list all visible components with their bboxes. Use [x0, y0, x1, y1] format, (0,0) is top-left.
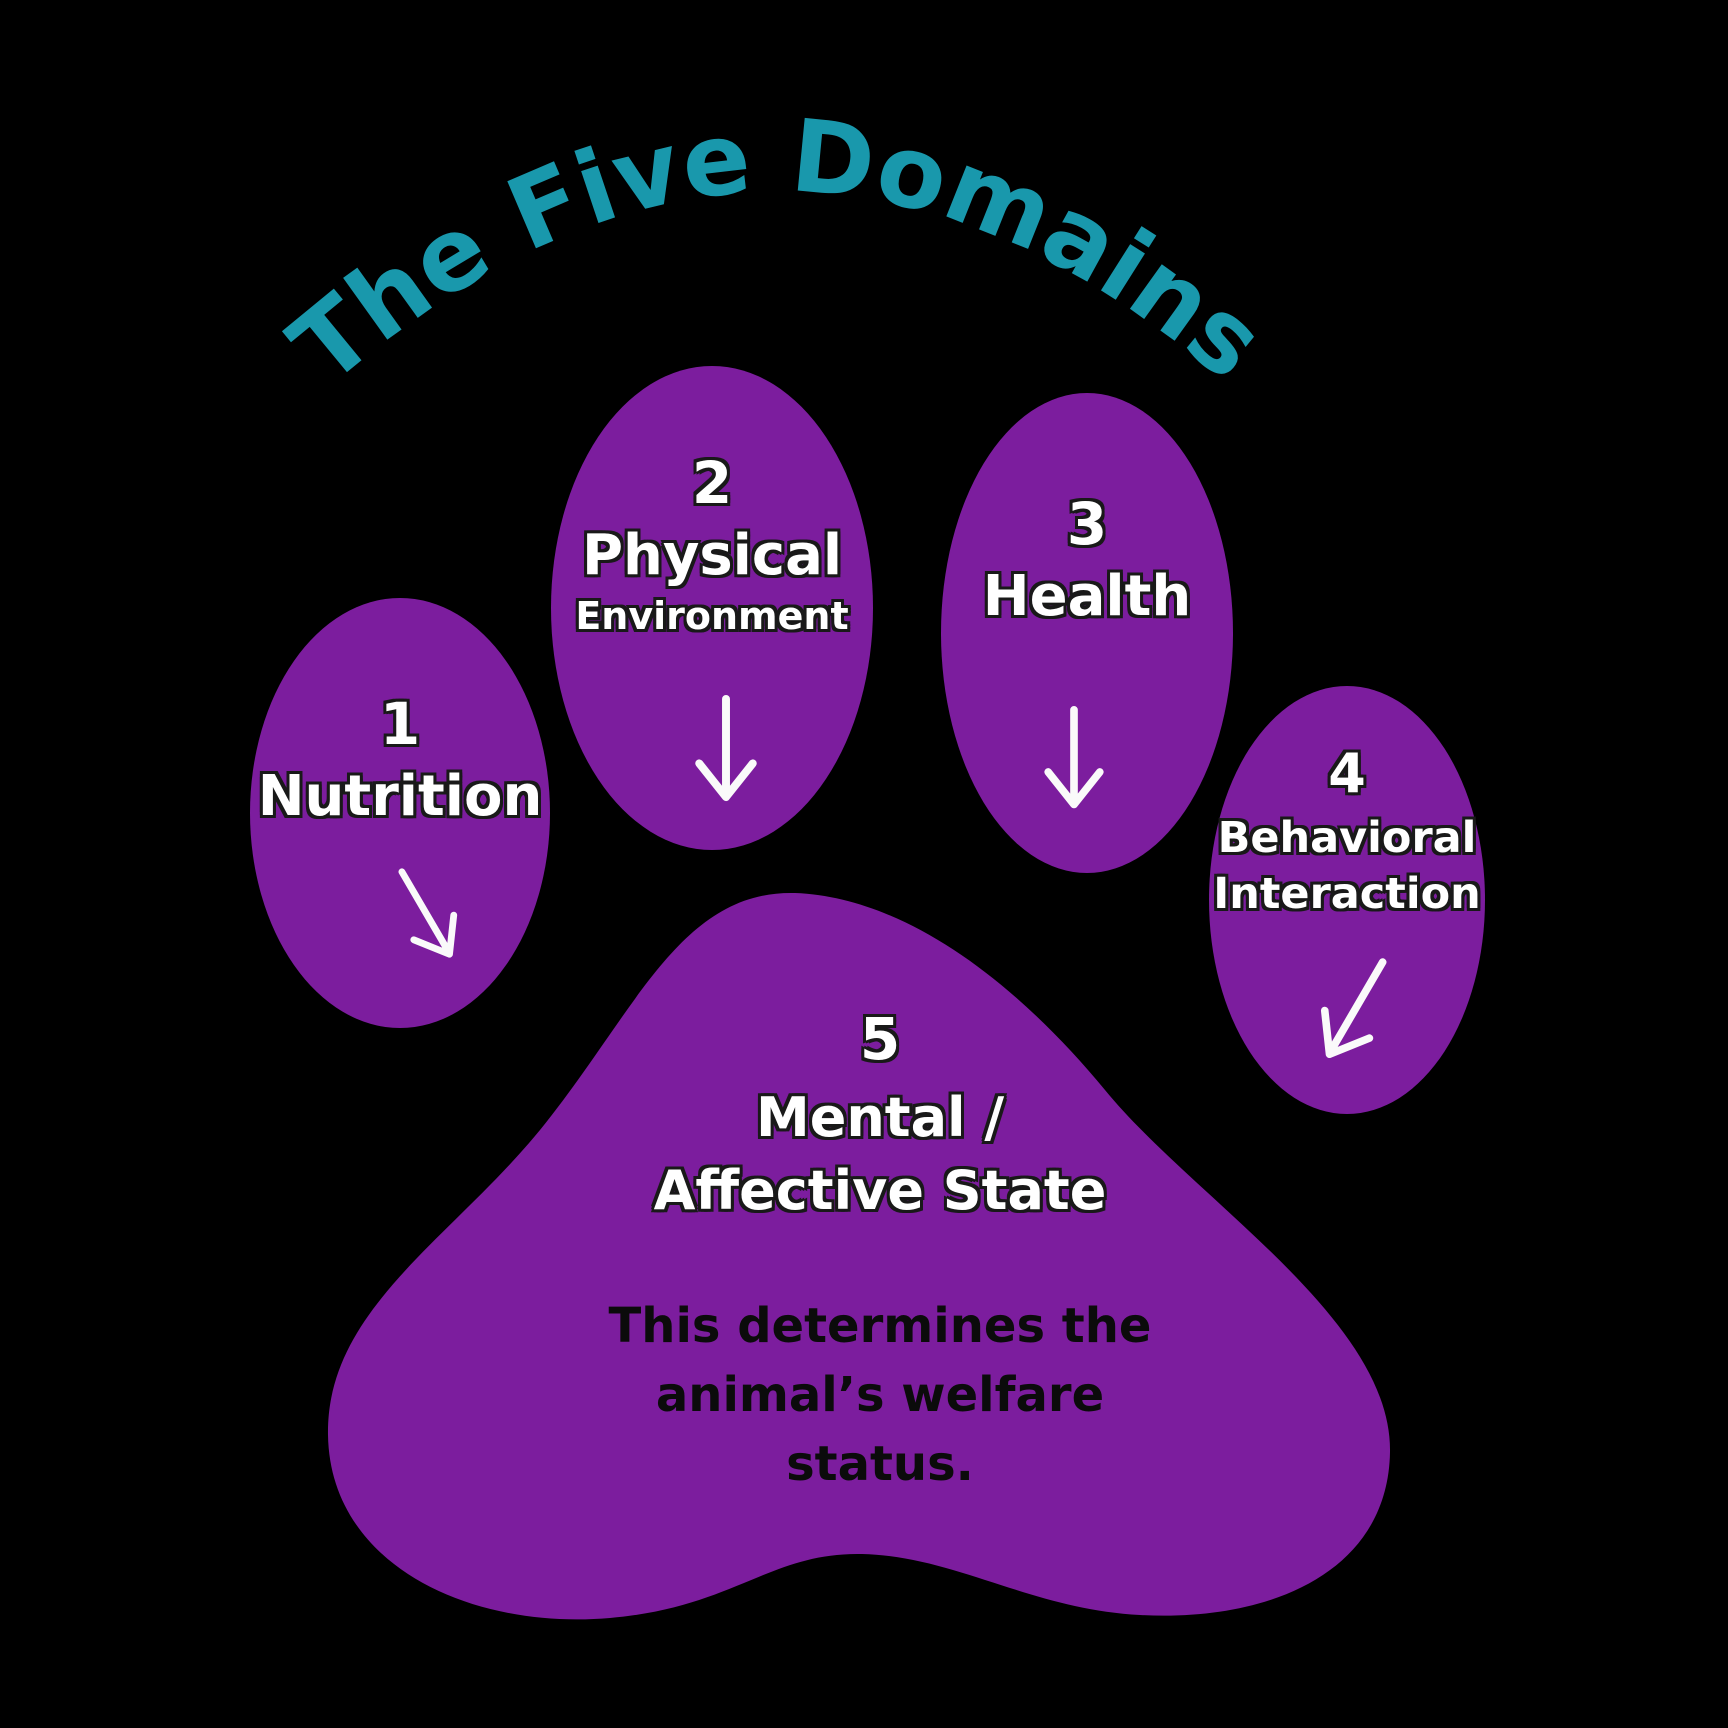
domain-5-label-line2: Affective State [653, 1158, 1107, 1222]
domain-3-number: 3 [1066, 490, 1108, 558]
title-text-node: The Five Domains [269, 97, 1286, 406]
domain-1-number: 1 [379, 690, 421, 758]
down-left-arrow-icon [1320, 958, 1387, 1059]
domain-1-nutrition-oval: 1 Nutrition [250, 598, 550, 1028]
note-line2: animal’s welfare [655, 1367, 1105, 1423]
domain-5-number: 5 [859, 1005, 901, 1073]
domain-1-label: Nutrition [257, 763, 543, 829]
welfare-status-note: This determines the animal’s welfare sta… [490, 1292, 1270, 1499]
domain-5-mental-affective-text: 5 Mental / Affective State [545, 1005, 1215, 1223]
domain-2-number: 2 [691, 449, 733, 517]
page-title: The Five Domains [269, 97, 1286, 406]
down-arrow-icon [695, 694, 757, 802]
note-line1: This determines the [608, 1298, 1152, 1354]
domain-4-label-line2: Interaction [1213, 868, 1481, 919]
domain-4-behavioral-interaction-oval: 4 Behavioral Interaction [1209, 686, 1485, 1114]
domain-2-physical-environment-oval: 2 Physical Environment [551, 366, 873, 850]
domain-3-health-oval: 3 Health [941, 393, 1233, 873]
down-arrow-icon [1044, 705, 1104, 809]
down-right-arrow-icon [398, 868, 458, 958]
domain-3-label: Health [982, 563, 1192, 629]
domain-2-label-line2: Environment [575, 594, 849, 639]
note-line3: status. [786, 1436, 974, 1492]
domain-4-label-line1: Behavioral [1217, 813, 1477, 864]
domain-4-number: 4 [1328, 742, 1366, 805]
paw-pad-path [327, 892, 1391, 1620]
domain-5-label-line1: Mental / [755, 1085, 1005, 1149]
domain-2-label-line1: Physical [581, 522, 843, 588]
